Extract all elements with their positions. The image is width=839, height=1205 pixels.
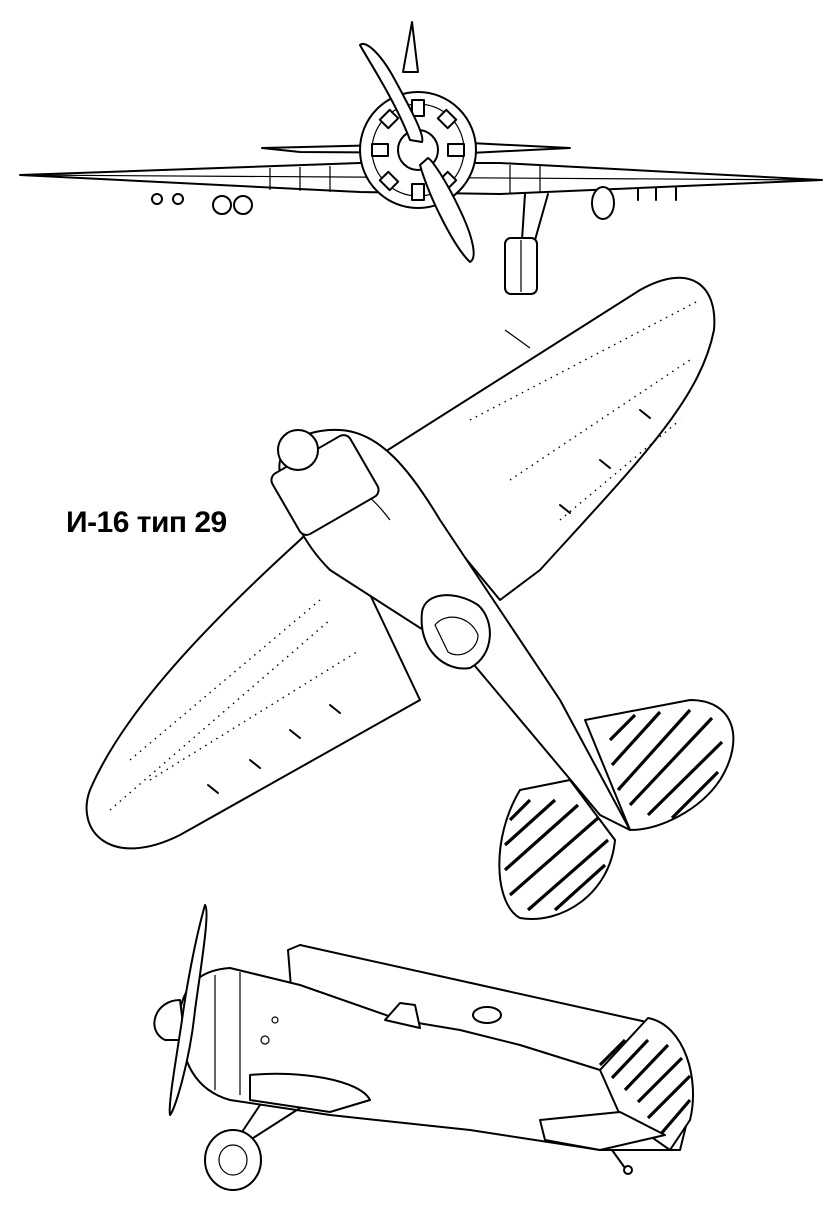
front-wing-panel-lines	[269, 165, 541, 194]
side-headrest	[472, 1006, 502, 1024]
plan-spinner	[277, 429, 319, 471]
front-gear-strut	[521, 193, 549, 241]
side-tailplane	[539, 1111, 666, 1151]
tail-hatching	[503, 708, 724, 912]
side-rudder-hatching	[598, 1038, 692, 1137]
plan-wing-left	[85, 509, 421, 850]
side-windscreen	[384, 1002, 421, 1029]
engine-cylinders	[371, 99, 465, 201]
side-tail-skid	[611, 1149, 626, 1169]
front-view	[19, 21, 823, 295]
plan-stabilizer-left	[498, 779, 616, 920]
plan-wing-right	[379, 276, 716, 601]
side-propeller	[168, 904, 208, 1116]
side-gear-wheel	[204, 1129, 262, 1191]
side-view	[153, 904, 694, 1191]
plan-cockpit	[420, 594, 491, 670]
plan-wing-fittings	[207, 409, 651, 794]
front-fin	[402, 21, 419, 73]
side-spinner	[153, 999, 186, 1041]
propeller-blade-lower	[419, 157, 475, 263]
side-gear-strut	[239, 1104, 301, 1141]
plan-view	[85, 276, 735, 920]
side-oil-cooler	[249, 1072, 371, 1113]
aircraft-designation: И-16 тип 29	[66, 506, 227, 539]
propeller-blade-upper	[359, 42, 424, 143]
underwing-stores	[151, 186, 677, 220]
